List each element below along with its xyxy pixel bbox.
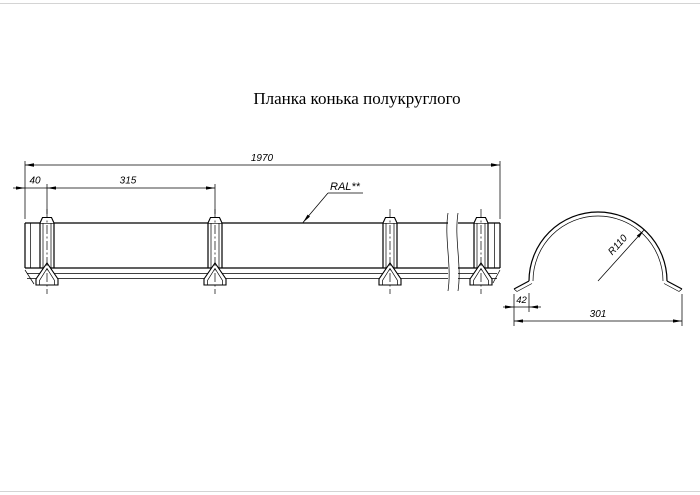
- arrowhead: [47, 186, 56, 190]
- front-view: 1970 40 315 RAL**: [13, 153, 501, 294]
- dim-overall-width-label: 301: [590, 309, 607, 320]
- rib-centerlines: [46, 209, 482, 294]
- dim-rib-spacing-label: 315: [120, 176, 137, 187]
- dimension-flange: 42: [503, 293, 541, 326]
- arrowhead: [636, 230, 644, 238]
- arrowhead: [206, 186, 215, 190]
- dim-length-label: 1970: [251, 153, 274, 164]
- arrowhead: [25, 163, 34, 167]
- dimension-radius: R110: [597, 229, 645, 282]
- coating-label: RAL**: [330, 181, 361, 193]
- arrowhead: [505, 305, 514, 309]
- arrowhead: [16, 186, 25, 190]
- dim-flange-label: 42: [516, 295, 527, 306]
- dim-end-offset-label: 40: [29, 176, 41, 187]
- arrowhead: [491, 163, 500, 167]
- coating-leader: RAL**: [302, 181, 363, 223]
- dimension-overall-width: 301: [514, 294, 683, 326]
- arrowhead: [673, 319, 682, 323]
- plank-outline: [24, 222, 501, 285]
- dim-radius-label: R110: [606, 233, 630, 258]
- break-lines: [446, 211, 460, 292]
- section-view: R110 42 301: [503, 211, 683, 326]
- section-profile: [513, 211, 683, 292]
- drawing-title: Планка конька полукруглого: [253, 89, 460, 108]
- arrowhead: [529, 305, 538, 309]
- arrowhead: [303, 214, 310, 223]
- dimension-end-offset-and-spacing: 40 315: [13, 176, 216, 214]
- dimension-length: 1970: [24, 153, 501, 219]
- arrowhead: [514, 319, 523, 323]
